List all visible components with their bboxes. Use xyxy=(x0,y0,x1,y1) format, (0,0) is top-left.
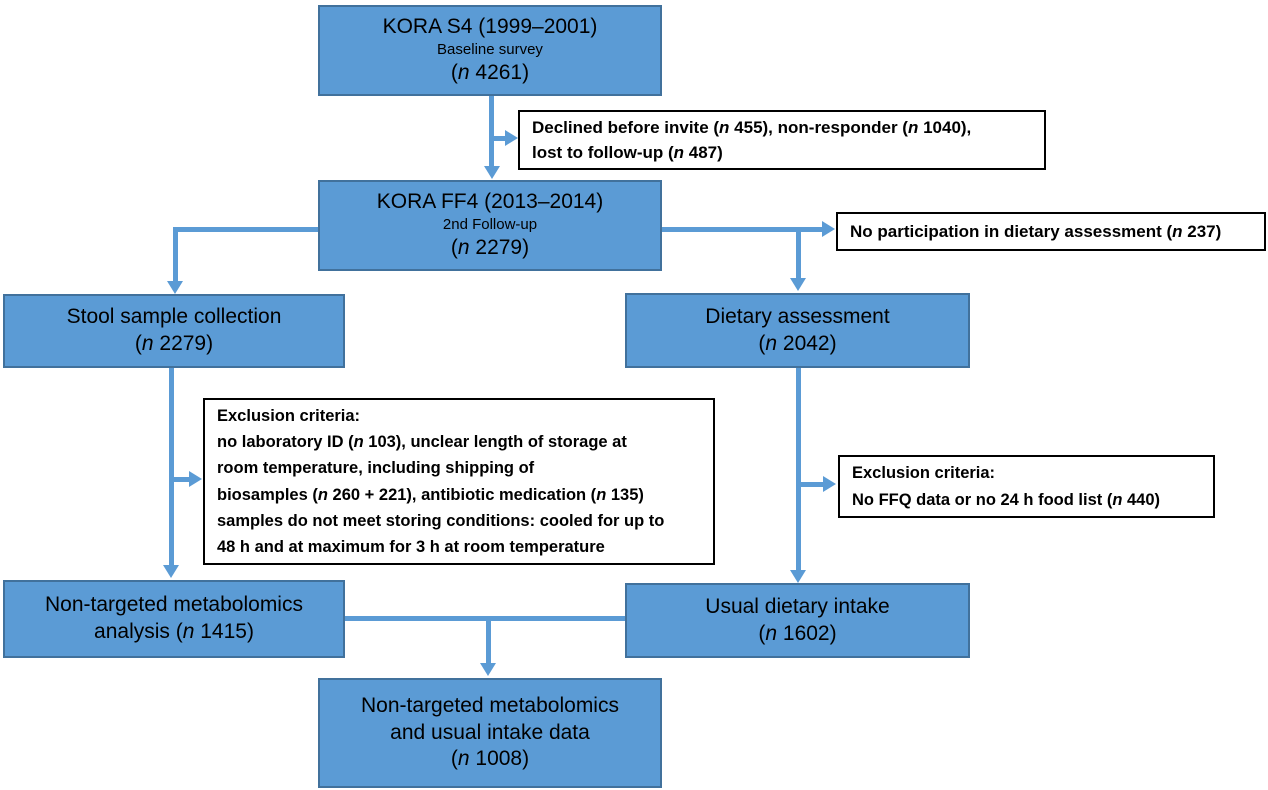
node-title-line2: and usual intake data xyxy=(390,720,590,744)
connector-stool-to-exclusion xyxy=(174,477,189,482)
node-title-line2: analysis (n 1415) xyxy=(94,620,254,643)
callout-line: Exclusion criteria: xyxy=(852,464,996,483)
connector-dietary-to-usualintake xyxy=(796,368,801,570)
connector-ff4-to-stool-v xyxy=(173,227,178,282)
arrowhead-right-icon xyxy=(505,130,518,146)
node-title: Dietary assessment xyxy=(705,304,890,328)
arrowhead-down-icon xyxy=(480,663,496,676)
callout-declined: Declined before invite (n 455), non-resp… xyxy=(518,110,1046,170)
node-title: Stool sample collection xyxy=(66,305,282,329)
node-count: (n 2279) xyxy=(134,332,214,355)
node-final-dataset: Non-targeted metabolomics and usual inta… xyxy=(318,678,662,788)
connector-ff4-to-dietary-v xyxy=(796,229,801,278)
node-title: Non-targeted metabolomics xyxy=(361,693,619,717)
callout-line: room temperature, including shipping of xyxy=(217,459,535,478)
callout-exclusion-dietary: Exclusion criteria: No FFQ data or no 24… xyxy=(838,455,1215,518)
node-title: KORA FF4 (2013–2014) xyxy=(376,190,604,214)
node-title: Non-targeted metabolomics xyxy=(45,593,303,617)
callout-line: no laboratory ID (n 103), unclear length… xyxy=(217,433,627,452)
node-kora-ff4: KORA FF4 (2013–2014) 2nd Follow-up (n 22… xyxy=(318,180,662,271)
arrowhead-right-icon xyxy=(823,476,836,492)
callout-line: No FFQ data or no 24 h food list (n 440) xyxy=(852,490,1161,509)
node-subtitle: 2nd Follow-up xyxy=(442,216,538,234)
node-count: (n 4261) xyxy=(450,60,530,84)
arrowhead-down-icon xyxy=(167,281,183,294)
arrowhead-down-icon xyxy=(163,565,179,578)
callout-line: 48 h and at maximum for 3 h at room temp… xyxy=(217,537,605,556)
node-count: (n 2279) xyxy=(450,235,530,259)
arrowhead-down-icon xyxy=(790,570,806,583)
node-metabolomics-analysis: Non-targeted metabolomics analysis (n 14… xyxy=(3,580,345,658)
node-stool-sample-collection: Stool sample collection (n 2279) xyxy=(3,294,345,368)
node-dietary-assessment: Dietary assessment (n 2042) xyxy=(625,293,970,368)
callout-line: No participation in dietary assessment (… xyxy=(850,221,1222,241)
callout-line: samples do not meet storing conditions: … xyxy=(217,511,665,530)
callout-line: Exclusion criteria: xyxy=(217,407,361,426)
node-usual-dietary-intake: Usual dietary intake (n 1602) xyxy=(625,583,970,658)
connector-dietary-to-exclusion xyxy=(801,482,823,487)
node-subtitle: Baseline survey xyxy=(437,41,543,59)
arrowhead-down-icon xyxy=(790,278,806,291)
node-title: KORA S4 (1999–2001) xyxy=(382,15,598,39)
callout-no-participation: No participation in dietary assessment (… xyxy=(836,212,1266,251)
connector-merge-v xyxy=(486,618,491,663)
node-title: Usual dietary intake xyxy=(705,594,890,618)
connector-ff4-to-noparticipation xyxy=(662,227,822,232)
callout-line: Declined before invite (n 455), non-resp… xyxy=(532,117,972,137)
connector-s4-to-ff4 xyxy=(489,96,494,168)
callout-line: biosamples (n 260 + 221), antibiotic med… xyxy=(217,485,644,504)
arrowhead-right-icon xyxy=(189,471,202,487)
node-count: (n 2042) xyxy=(758,331,837,355)
callout-exclusion-stool: Exclusion criteria: no laboratory ID (n … xyxy=(203,398,715,565)
node-count: (n 1008) xyxy=(450,747,530,771)
arrowhead-right-icon xyxy=(822,221,835,237)
callout-line: lost to follow-up (n 487) xyxy=(532,143,723,162)
connector-s4-to-declined xyxy=(492,136,507,141)
connector-ff4-to-stool-h xyxy=(176,227,318,232)
node-kora-s4: KORA S4 (1999–2001) Baseline survey (n 4… xyxy=(318,5,662,96)
connector-stool-to-metabolomics xyxy=(169,368,174,565)
node-count: (n 1602) xyxy=(758,621,837,645)
connector-merge-h xyxy=(345,616,625,621)
arrowhead-down-icon xyxy=(484,166,500,179)
